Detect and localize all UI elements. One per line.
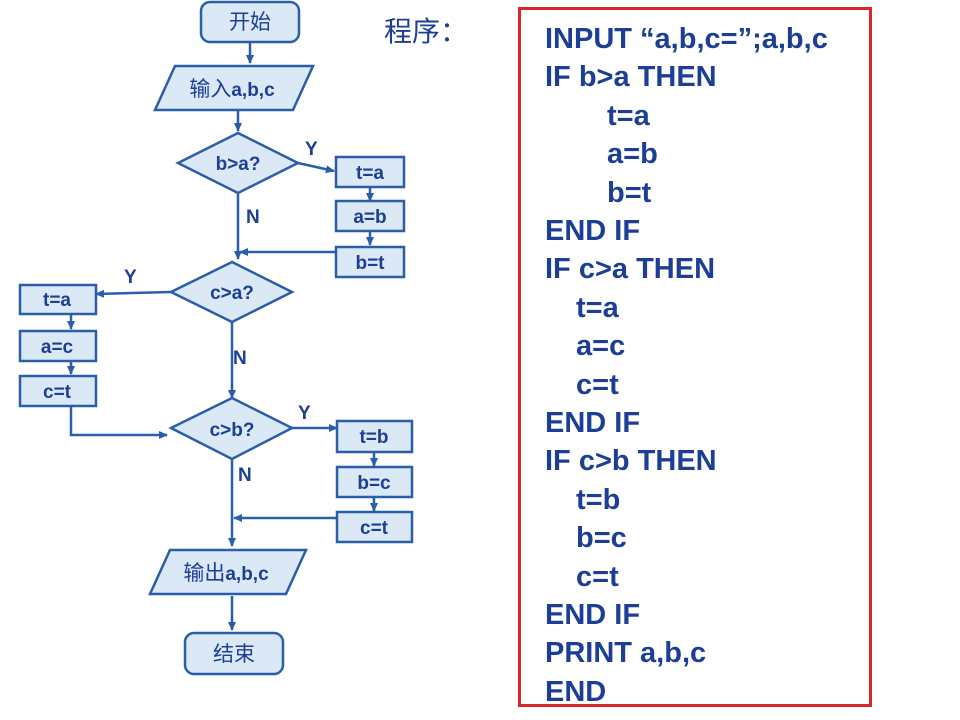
code-line: IF c>b THEN — [545, 445, 717, 478]
connector-decision2-yes — [95, 289, 172, 298]
swap1-step2-label: a=b — [353, 207, 386, 228]
swap3-step2: b=c — [335, 465, 414, 499]
end-label: 结束 — [213, 642, 255, 666]
swap1-step1-label: t=a — [356, 163, 384, 184]
swap2-step3: c=t — [18, 374, 98, 408]
swap1-step1: t=a — [334, 155, 406, 189]
code-line: t=a — [576, 291, 619, 324]
svg-text:输出a,b,c: 输出a,b,c — [183, 561, 269, 585]
swap2-step1: t=a — [18, 283, 98, 316]
decision2-label: c>a? — [210, 283, 254, 304]
swap1-step3: b=t — [334, 245, 406, 279]
code-line: END IF — [545, 215, 641, 247]
code-line: PRINT a,b,c — [545, 637, 707, 670]
swap1-step2: a=b — [334, 199, 406, 233]
swap3-step3: c=t — [335, 510, 414, 544]
svg-text:输入a,b,c: 输入a,b,c — [189, 77, 275, 101]
code-line: END IF — [545, 599, 641, 631]
output-node: 输出a,b,c — [148, 548, 308, 596]
decision-c-gt-b: c>b? — [168, 396, 295, 461]
code-line: IF b>a THEN — [545, 61, 717, 94]
decision3-no-label: N — [238, 465, 252, 486]
input-vars: a,b,c — [231, 80, 275, 101]
decision1-yes-label: Y — [305, 139, 318, 160]
code-line: a=b — [607, 138, 658, 171]
swap3-step3-label: c=t — [360, 518, 389, 539]
swap3-step2-label: b=c — [357, 473, 391, 494]
code-line: IF c>a THEN — [545, 253, 716, 286]
decision1-label: b>a? — [216, 154, 261, 175]
code-line: c=t — [576, 560, 619, 593]
decision1-no-label: N — [246, 207, 260, 228]
code-line: c=t — [576, 368, 619, 401]
swap3-step1: t=b — [335, 419, 414, 454]
decision3-yes-label: Y — [298, 403, 311, 424]
program-code-box: INPUT “a,b,c=”;a,b,c IF b>a THEN t=a a=b b=t… — [518, 7, 872, 708]
start-label: 开始 — [229, 10, 271, 34]
swap2-step2-label: a=c — [41, 337, 74, 358]
decision2-yes-label: Y — [124, 267, 137, 288]
connectors — [67, 42, 378, 631]
input-prefix: 输入 — [189, 77, 231, 101]
swap2-step1-label: t=a — [43, 290, 71, 311]
code-line: t=b — [576, 483, 621, 516]
code-line: END IF — [545, 407, 641, 439]
code-line: a=c — [576, 330, 626, 363]
code-line: END — [545, 675, 607, 708]
decision-c-gt-a: c>a? — [168, 260, 295, 324]
decision3-label: c>b? — [210, 420, 255, 441]
code-line: INPUT “a,b,c=”;a,b,c — [545, 23, 828, 55]
code-line: b=c — [576, 522, 627, 555]
connector-decision1-yes — [297, 161, 335, 174]
code-line: t=a — [607, 99, 650, 132]
output-vars: a,b,c — [225, 564, 269, 585]
end-terminal: 结束 — [183, 631, 285, 676]
swap2-step3-label: c=t — [43, 382, 72, 403]
decision-b-gt-a: b>a? — [175, 131, 301, 195]
connector-swap2-return — [69, 406, 168, 439]
code-line: b=t — [607, 176, 652, 209]
start-terminal: 开始 — [199, 0, 301, 44]
output-prefix: 输出 — [183, 561, 225, 585]
decision2-no-label: N — [233, 348, 247, 369]
swap3-step1-label: t=b — [359, 427, 388, 448]
input-node: 输入a,b,c — [153, 64, 315, 112]
program-label: 程序： — [384, 15, 469, 48]
swap2-step2: a=c — [18, 329, 98, 363]
swap1-step3-label: b=t — [355, 253, 385, 274]
